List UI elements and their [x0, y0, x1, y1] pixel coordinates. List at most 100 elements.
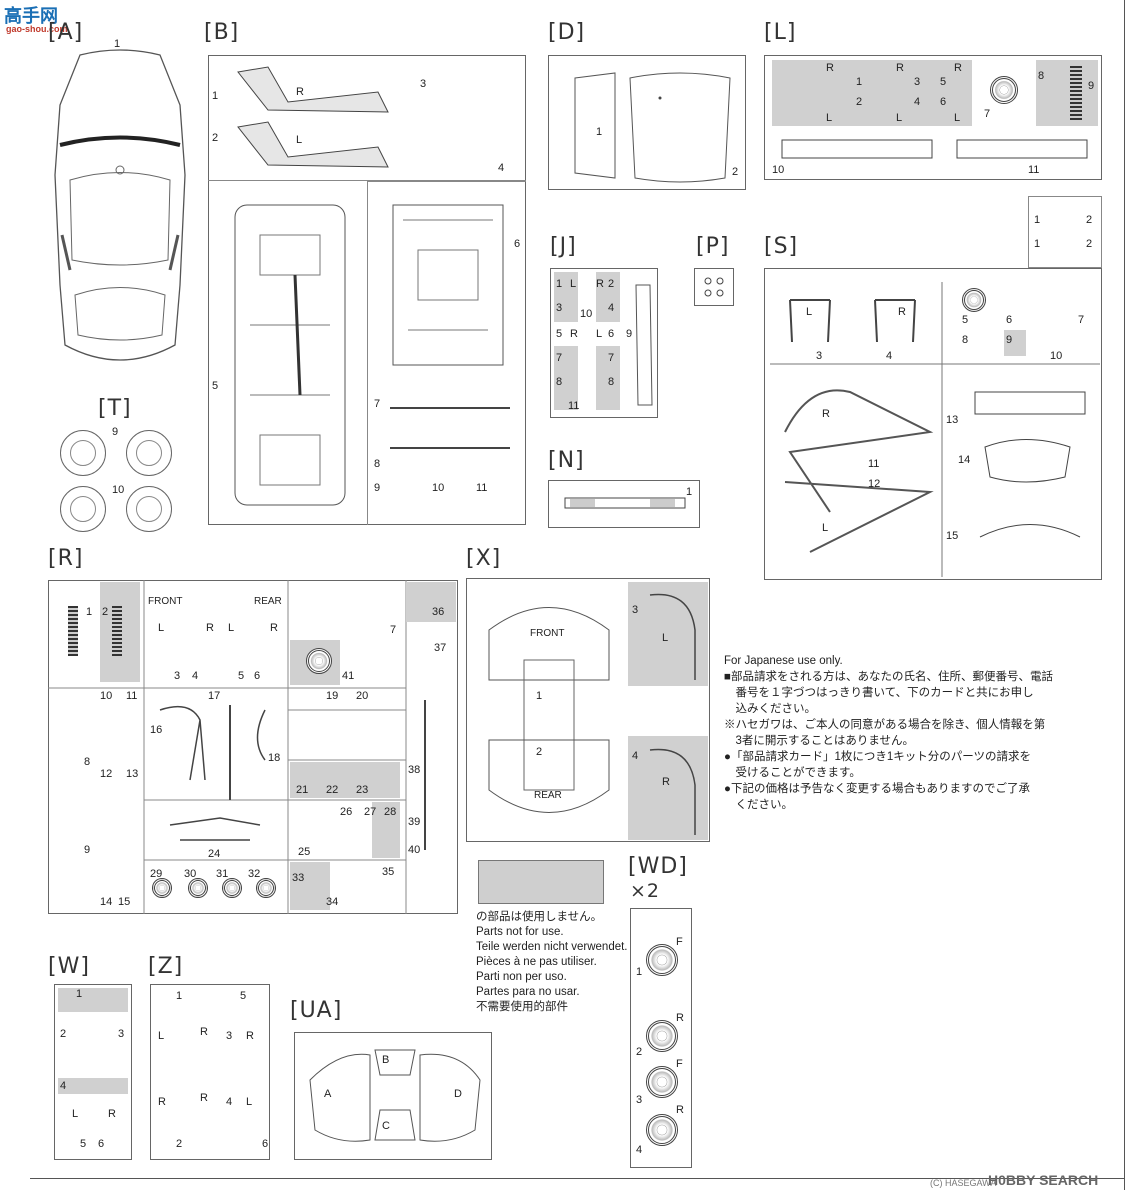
roll-cage-parts	[770, 282, 1100, 577]
part-number: 13	[126, 768, 139, 780]
part-number: 1	[114, 38, 121, 50]
part-number: 6	[940, 96, 947, 108]
radiator-part	[1070, 66, 1082, 120]
sprue-b-divider	[208, 180, 368, 525]
sprue-label-b: [B]	[204, 20, 240, 45]
part-mark: R	[206, 622, 214, 634]
part-number: 2	[212, 132, 219, 144]
part-number: 25	[298, 846, 311, 858]
part-number: 34	[326, 896, 339, 908]
sprue-label-j: [J]	[550, 234, 577, 259]
japanese-note-line: ●「部品請求カード」1枚につき1キット分のパーツの請求を	[724, 751, 1032, 763]
part-number: 4	[192, 670, 199, 682]
suspension-parts	[159, 700, 426, 850]
tail-panel-part	[635, 284, 653, 406]
part-number: 9	[1088, 80, 1095, 92]
steering-wheel-part	[306, 648, 332, 674]
part-mark: R	[108, 1108, 116, 1120]
part-number: 7	[608, 352, 615, 364]
japanese-note-line: ください。	[724, 799, 793, 811]
sprue-label-a: [A]	[48, 20, 84, 45]
part-mark: L	[158, 622, 165, 634]
part-number: 26	[340, 806, 353, 818]
sprue-label-l: [L]	[764, 20, 797, 45]
part-number: 41	[342, 670, 355, 682]
part-number: 8	[608, 376, 615, 388]
part-mark: R	[270, 622, 278, 634]
legend-line: Partes para no usar.	[476, 986, 580, 998]
part-number: 8	[962, 334, 969, 346]
sprue-label-x: [X]	[466, 546, 502, 571]
chassis-floor-part	[234, 204, 346, 506]
part-mark: R	[676, 1012, 684, 1024]
sprue-quantity: ×2	[630, 880, 661, 902]
part-number: 5	[940, 76, 947, 88]
part-mark: R	[898, 306, 906, 318]
part-mark: L	[806, 306, 813, 318]
right-margin-rule	[1124, 0, 1125, 1190]
part-number: 2	[176, 1138, 183, 1150]
watermark-logo: 高手网	[4, 6, 58, 26]
part-number: 1	[556, 278, 563, 290]
part-number: 21	[296, 784, 309, 796]
steering-wheel-part	[962, 288, 986, 312]
part-mark: L	[246, 1096, 253, 1108]
part-number: 11	[1028, 164, 1040, 176]
japanese-note-line: 込みください。	[724, 703, 816, 715]
part-number: 33	[292, 872, 305, 884]
part-number: 30	[184, 868, 197, 880]
sprue-r-grid	[48, 580, 407, 914]
front-marker: FRONT	[530, 628, 565, 639]
part-number: 32	[248, 868, 261, 880]
part-number: 1	[536, 690, 543, 702]
part-mark: R	[822, 408, 830, 420]
part-mark: B	[382, 1054, 390, 1066]
part-number: 12	[100, 768, 113, 780]
part-number: 13	[946, 414, 959, 426]
part-number: 5	[80, 1138, 87, 1150]
part-number: 10	[580, 308, 593, 320]
part-number: 16	[150, 724, 163, 736]
part-number: 6	[1006, 314, 1013, 326]
unused-part-highlight	[58, 988, 128, 1012]
unused-part-highlight	[1036, 60, 1098, 126]
part-number: 9	[374, 482, 381, 494]
brake-disc-part	[152, 878, 172, 898]
legend-line: の部品は使用しません。	[476, 911, 603, 923]
part-number: 11	[126, 690, 138, 702]
tire-part	[126, 430, 172, 476]
sprue-label-ua: [UA]	[290, 998, 343, 1023]
footer-brand: H0BBY SEARCH	[988, 1172, 1099, 1188]
part-number: 29	[150, 868, 163, 880]
part-number: 2	[608, 278, 615, 290]
legend-line: 不需要使用的部件	[476, 1001, 568, 1013]
driveshaft-parts	[390, 407, 510, 449]
part-mark: F	[676, 1058, 683, 1070]
part-number: 1	[596, 126, 603, 138]
part-number: 8	[84, 756, 91, 768]
unused-part-highlight	[290, 862, 330, 910]
part-number: 3	[632, 604, 639, 616]
part-number: 10	[1050, 350, 1063, 362]
part-number: 8	[374, 458, 381, 470]
sprue-label-d: [D]	[548, 20, 586, 45]
part-mark: R	[570, 328, 578, 340]
part-mark: R	[200, 1092, 208, 1104]
part-number: 38	[408, 764, 421, 776]
japanese-note-line: 3者に開示することはありません。	[724, 735, 915, 747]
steering-wheel-part	[990, 76, 1018, 104]
part-number: 5	[556, 328, 563, 340]
legend-line: Parti non per uso.	[476, 971, 567, 983]
tire-part	[60, 430, 106, 476]
part-number: 3	[636, 1094, 643, 1106]
part-number: 1	[856, 76, 863, 88]
part-number: 4	[498, 162, 505, 174]
part-number: 7	[390, 624, 397, 636]
bumper-parts	[781, 139, 1088, 159]
mask-sheet-parts	[309, 1049, 481, 1142]
part-number: 6	[262, 1138, 269, 1150]
part-mark: L	[822, 522, 829, 534]
part-number: 6	[254, 670, 261, 682]
part-number: 3	[914, 76, 921, 88]
sprue-ua-frame	[294, 1032, 492, 1160]
